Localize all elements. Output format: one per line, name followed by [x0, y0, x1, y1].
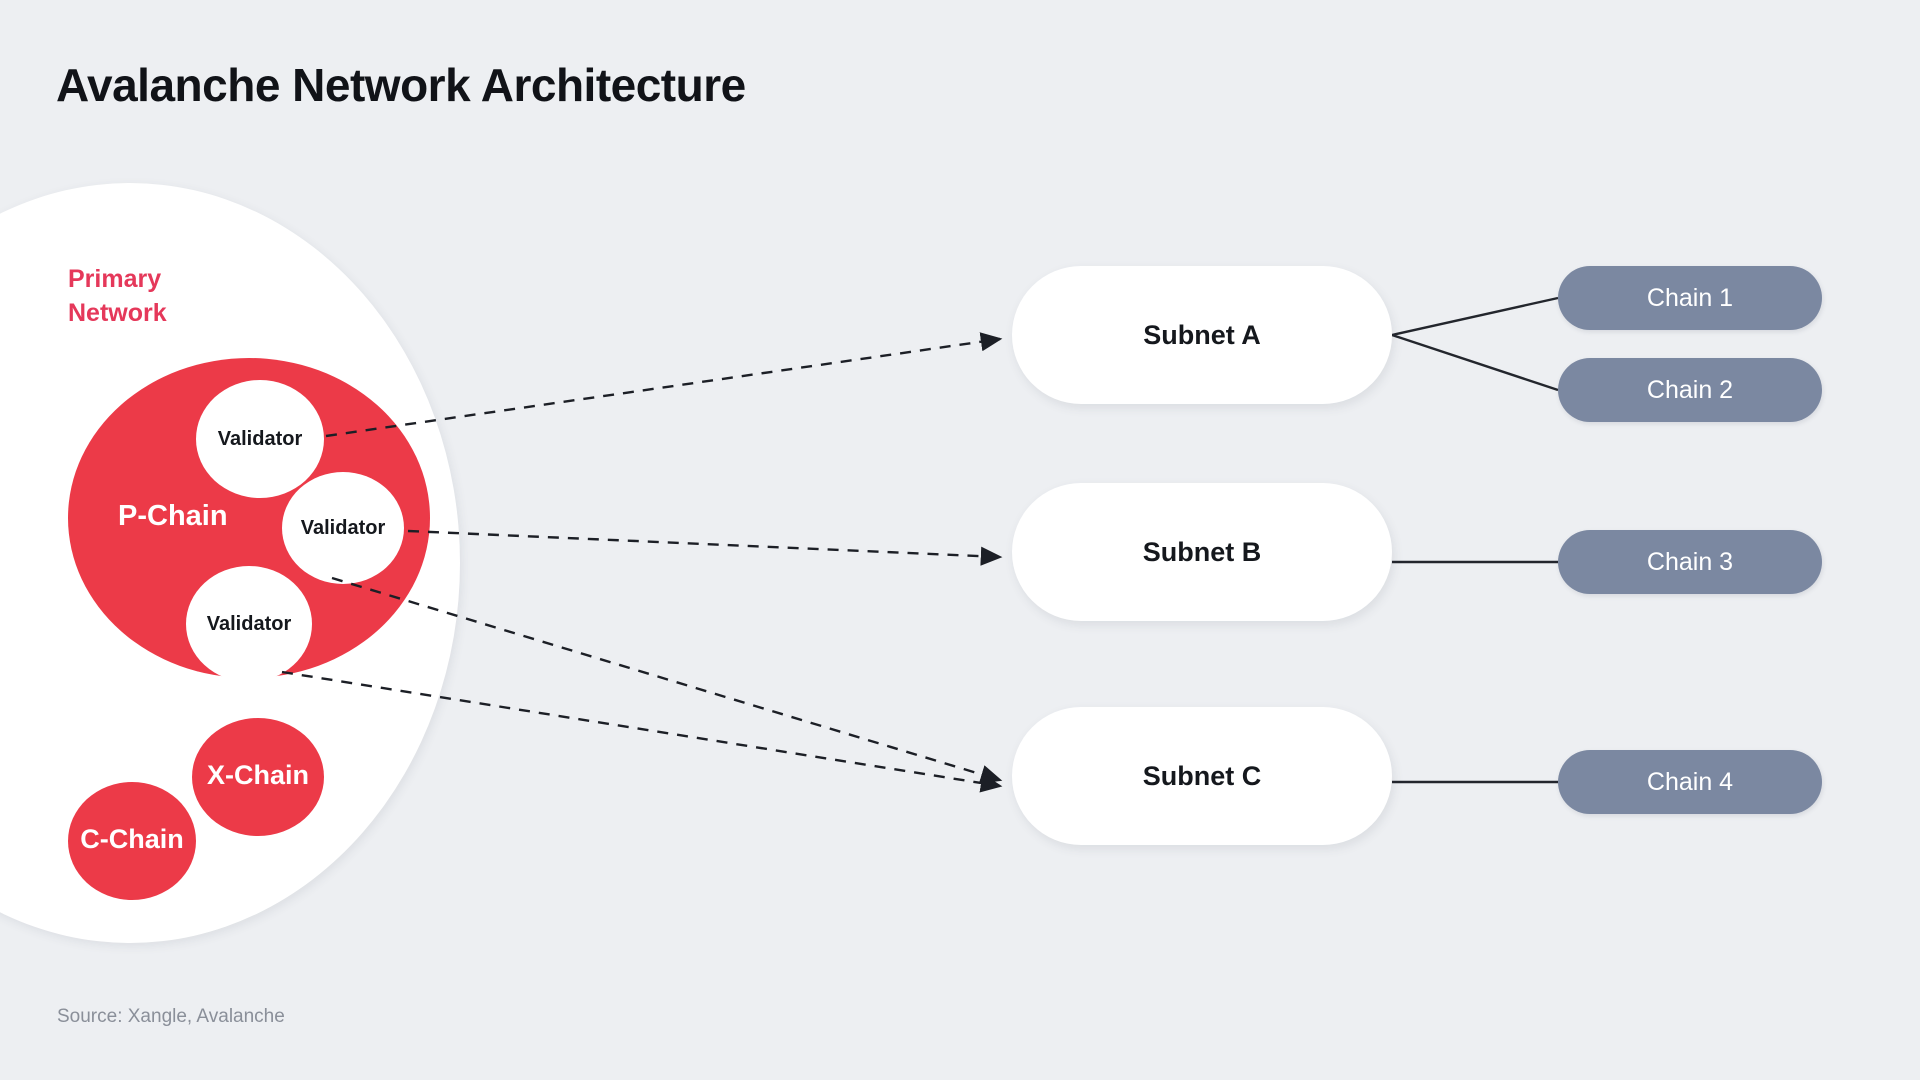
chain-label: Chain 3 — [1646, 547, 1734, 576]
subnet-node-c[interactable]: Subnet C — [1012, 707, 1392, 845]
chain-label: Chain 1 — [1646, 283, 1734, 312]
c-chain-label: C-Chain — [80, 824, 184, 854]
primary-network-label-line-2: Network — [68, 298, 167, 327]
subnet-label: Subnet C — [1142, 760, 1262, 791]
subnet-label: Subnet B — [1142, 536, 1262, 567]
x-chain-label: X-Chain — [206, 760, 309, 790]
validator-node-1[interactable]: Validator — [196, 380, 324, 498]
source-note: Source: Xangle, Avalanche — [57, 1006, 285, 1027]
p-chain-label: P-Chain — [118, 500, 228, 532]
validator-node-3[interactable]: Validator — [186, 566, 312, 682]
validator-node-2[interactable]: Validator — [282, 472, 404, 584]
c-chain-node[interactable]: C-Chain — [68, 782, 196, 900]
x-chain-node[interactable]: X-Chain — [192, 718, 324, 836]
primary-network-label-line-1: Primary — [68, 265, 162, 293]
validator-label: Validator — [206, 612, 292, 635]
chain-node-3[interactable]: Chain 3 — [1558, 530, 1822, 594]
validator-label: Validator — [217, 427, 303, 450]
primary-network-label: Primary Network — [68, 263, 238, 331]
validator-label: Validator — [300, 516, 386, 539]
chain-label: Chain 2 — [1646, 375, 1734, 404]
chain-label: Chain 4 — [1646, 767, 1734, 796]
subnet-node-a[interactable]: Subnet A — [1012, 266, 1392, 404]
chain-node-2[interactable]: Chain 2 — [1558, 358, 1822, 422]
subnet-node-b[interactable]: Subnet B — [1012, 483, 1392, 621]
connector-subnet-a-chain-2 — [1391, 333, 1559, 392]
connector-subnet-a-chain-1 — [1391, 296, 1559, 337]
chain-node-1[interactable]: Chain 1 — [1558, 266, 1822, 330]
page-title: Avalanche Network Architecture — [56, 59, 746, 111]
subnet-label: Subnet A — [1143, 319, 1261, 350]
chain-node-4[interactable]: Chain 4 — [1558, 750, 1822, 814]
connector-validator2-subnet-b — [407, 529, 1003, 566]
